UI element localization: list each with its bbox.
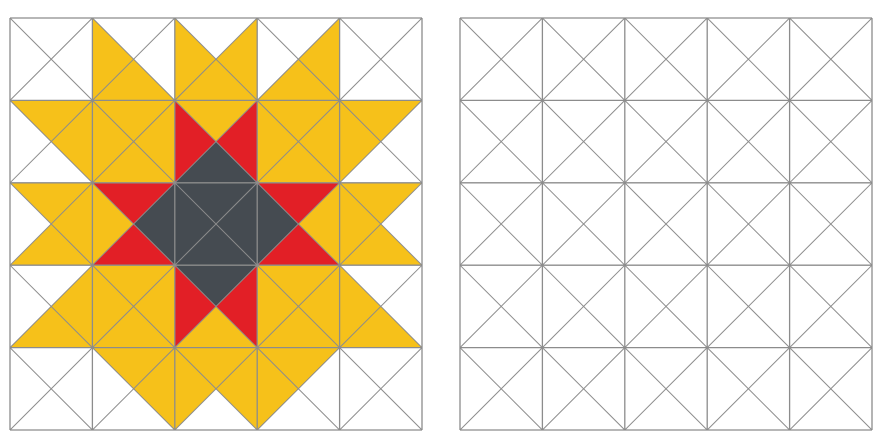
blank-template-grid bbox=[0, 0, 878, 441]
figure-stage bbox=[0, 0, 878, 441]
